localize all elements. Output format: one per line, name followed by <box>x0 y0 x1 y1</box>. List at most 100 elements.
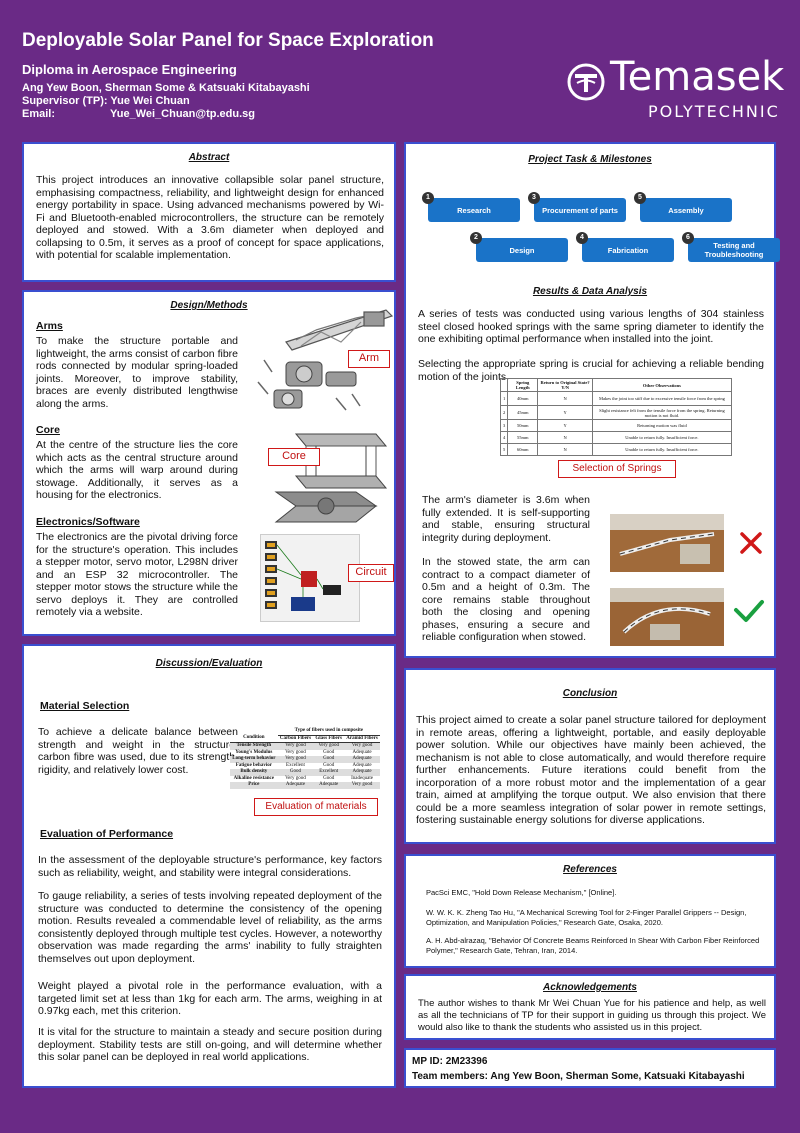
results-p4: In the stowed state, the arm can contrac… <box>422 556 590 643</box>
table-cell: Long-term behavior <box>232 756 276 761</box>
stowed-arm-photo <box>610 588 724 646</box>
design-title: Design/Methods <box>170 300 248 311</box>
milestone-fabrication: Fabrication <box>582 238 674 262</box>
table-cell: N <box>537 391 593 406</box>
table-cell: Very good <box>285 756 306 761</box>
milestones-results-panel: Project Task & Milestones Research 1 Pro… <box>404 142 780 658</box>
arm-cad-image <box>257 309 394 411</box>
circuit-diagram-image <box>260 534 360 622</box>
abstract-title: Abstract <box>188 152 230 163</box>
deployed-arm-photo <box>610 514 724 572</box>
logo-subtitle: POLYTECHNIC <box>648 102 780 121</box>
material-text: To achieve a delicate balance between st… <box>38 726 238 776</box>
reference-item: PacSci EMC, "Hold Down Release Mechanism… <box>426 888 617 897</box>
check-icon <box>734 600 764 622</box>
table-cell: Bulk density <box>240 769 268 774</box>
table-cell: Very good <box>285 743 306 748</box>
acknowledgements-panel: Acknowledgements The author wishes to th… <box>404 974 776 1040</box>
table-cell: Very good <box>318 743 340 748</box>
table-cell: Alkaline resistance <box>233 775 274 781</box>
arms-text: To make the structure portable and light… <box>36 335 238 410</box>
discussion-panel: Discussion/Evaluation Material Selection… <box>22 644 396 1088</box>
references-panel: References PacSci EMC, "Hold Down Releas… <box>404 854 776 968</box>
table-cell: Unable to return fully. Insufficient for… <box>591 443 733 456</box>
materials-header: Condition <box>243 735 265 741</box>
table-cell: Unable to return fully. Insufficient for… <box>591 431 733 444</box>
milestone-design: Design <box>476 238 568 262</box>
authors: Ang Yew Boon, Sherman Some & Katsuaki Ki… <box>22 82 310 94</box>
table-cell: Makes the joint too stiff due to excessi… <box>591 391 733 406</box>
milestone-number: 3 <box>528 192 540 204</box>
springs-tag: Selection of Springs <box>558 460 676 478</box>
abstract-text: This project introduces an innovative co… <box>36 174 384 261</box>
acknowledgements-title: Acknowledgements <box>543 982 637 993</box>
table-cell: Adequate <box>352 749 372 755</box>
milestones-title: Project Task & Milestones <box>528 154 652 165</box>
materials-tag: Evaluation of materials <box>254 798 378 816</box>
table-cell: Tensile Strength <box>236 743 272 748</box>
team-panel: MP ID: 2M23396 Team members: Ang Yew Boo… <box>404 1048 776 1088</box>
table-cell: Returning motion was fluid <box>591 419 733 432</box>
arms-heading: Arms <box>36 320 63 332</box>
results-title: Results & Data Analysis <box>532 286 648 297</box>
springs-table: Spring Length Return to Original State? … <box>499 378 733 456</box>
table-cell: Excellent <box>319 769 339 774</box>
materials-table: Type of fibers used in composite Conditi… <box>230 728 380 789</box>
arm-tag: Arm <box>348 350 390 368</box>
logo-wordmark: Temasek <box>610 54 785 100</box>
table-cell: 3 <box>499 419 509 432</box>
table-cell: Young's Modulus <box>235 749 273 755</box>
discussion-title: Discussion/Evaluation <box>155 658 263 669</box>
materials-header: Glass Fibers <box>315 735 342 741</box>
table-cell: Excellent <box>286 762 305 768</box>
electronics-text: The electronics are the pivotal driving … <box>36 531 238 618</box>
table-cell: N <box>537 443 593 456</box>
table-cell: Adequate <box>285 782 306 787</box>
table-cell: 55mm <box>507 431 539 444</box>
table-cell: Adequate <box>352 769 372 774</box>
design-panel: Design/Methods Arms To make the structur… <box>22 290 396 636</box>
table-cell: Very good <box>351 782 373 787</box>
course-name: Diploma in Aerospace Engineering <box>22 62 237 77</box>
milestone-number: 1 <box>422 192 434 204</box>
table-cell: Adequate <box>352 756 372 761</box>
poster-title: Deployable Solar Panel for Space Explora… <box>22 30 434 51</box>
cross-icon <box>740 532 762 554</box>
table-cell: 45mm <box>507 405 539 420</box>
milestone-number: 6 <box>682 232 694 244</box>
table-cell: Adequate <box>319 782 339 787</box>
table-cell: Very good <box>285 775 306 781</box>
milestone-procurement: Procurement of parts <box>534 198 626 222</box>
materials-header: Carbon Fibers <box>279 735 312 741</box>
performance-p1: In the assessment of the deployable stru… <box>38 854 382 879</box>
table-cell: 1 <box>499 391 509 406</box>
springs-header: Return to Original State? Y/N <box>537 378 593 392</box>
material-heading: Material Selection <box>40 700 130 712</box>
table-cell: Good <box>323 749 335 755</box>
core-text: At the centre of the structure lies the … <box>36 439 238 501</box>
milestone-assembly: Assembly <box>640 198 732 222</box>
conclusion-title: Conclusion <box>562 688 618 699</box>
table-cell: 2 <box>499 405 509 420</box>
table-cell: Very good <box>285 749 306 755</box>
springs-header <box>499 378 509 392</box>
table-cell: Good <box>323 775 335 781</box>
tp-logo-icon <box>567 63 605 101</box>
table-cell: 60mm <box>507 443 539 456</box>
temasek-logo: Temasek POLYTECHNIC <box>566 54 784 126</box>
table-cell: Good <box>323 756 335 761</box>
electronics-heading: Electronics/Software <box>36 516 140 528</box>
springs-header: Spring Length <box>507 378 539 392</box>
email-label: Email: <box>22 108 56 120</box>
table-cell: 50mm <box>507 419 539 432</box>
results-p2: Selecting the appropriate spring is cruc… <box>418 358 764 383</box>
email-address: Yue_Wei_Chuan@tp.edu.sg <box>110 108 255 120</box>
table-cell: 5 <box>499 443 509 456</box>
table-cell: Slight resistance felt from the tensile … <box>591 405 733 420</box>
milestone-number: 2 <box>470 232 482 244</box>
table-cell: 4 <box>499 431 509 444</box>
performance-p2: To gauge reliability, a series of tests … <box>38 890 382 965</box>
performance-heading: Evaluation of Performance <box>40 828 174 840</box>
team-members: Team members: Ang Yew Boon, Sherman Some… <box>412 1071 745 1082</box>
materials-header: Aramid Fibers <box>346 735 378 741</box>
